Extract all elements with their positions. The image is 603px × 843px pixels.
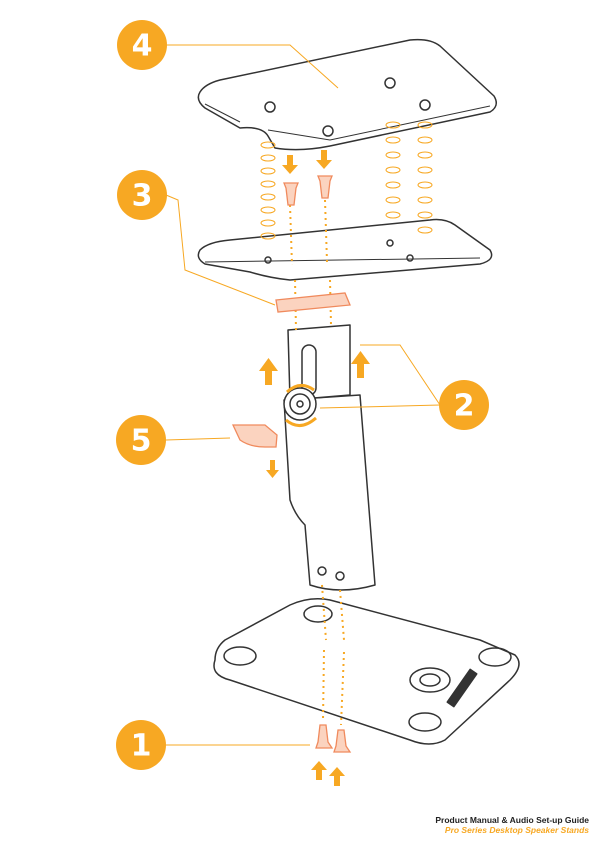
top-plate <box>197 38 497 151</box>
screw-bottom-left <box>315 724 334 749</box>
callout-badge-2: 2 <box>439 380 489 430</box>
arrow-up-icon <box>329 767 345 786</box>
manual-title: Product Manual & Audio Set-up Guide <box>435 815 589 825</box>
screw-top-right <box>317 175 333 199</box>
arrow-up-icon <box>311 761 327 780</box>
svg-text:5: 5 <box>131 424 152 459</box>
callout-badge-3: 3 <box>117 170 167 220</box>
base-plate <box>213 598 520 745</box>
arrow-down-icon <box>316 150 332 169</box>
arrow-down-icon <box>266 460 279 478</box>
rotate-arrow-icon <box>285 416 317 427</box>
svg-text:1: 1 <box>131 729 152 764</box>
svg-text:4: 4 <box>132 29 153 64</box>
arrow-up-icon <box>259 358 278 385</box>
column <box>283 394 376 591</box>
arrow-up-icon <box>351 351 370 378</box>
mount-bracket <box>275 292 351 313</box>
manual-subtitle: Pro Series Desktop Speaker Stands <box>444 825 589 835</box>
callout-badge-1: 1 <box>116 720 166 770</box>
footer: Product Manual & Audio Set-up Guide Pro … <box>435 815 589 835</box>
tension-knob[interactable] <box>283 387 317 421</box>
svg-text:2: 2 <box>454 389 475 424</box>
callout-badge-5: 5 <box>116 415 166 465</box>
middle-plate <box>197 218 493 281</box>
arrow-down-icon <box>282 155 298 174</box>
svg-text:3: 3 <box>132 179 153 214</box>
screw-top-left <box>283 182 299 206</box>
callout-badge-4: 4 <box>117 20 167 70</box>
screw-bottom-right <box>333 729 352 753</box>
clip-part <box>231 424 278 448</box>
alignment-rings <box>260 121 433 240</box>
